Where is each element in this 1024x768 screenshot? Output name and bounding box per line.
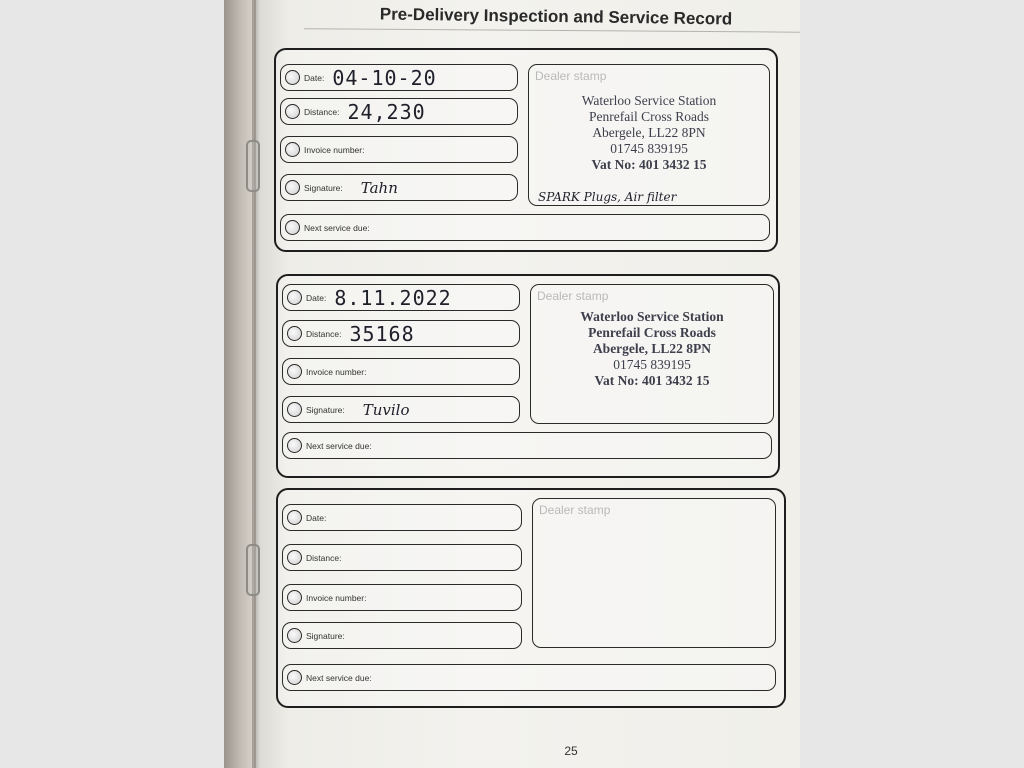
bullet-icon	[285, 220, 300, 235]
page-number: 25	[564, 744, 578, 758]
signature-field[interactable]: Signature:	[282, 622, 522, 649]
signature-field[interactable]: Signature: Tuvilo	[282, 396, 520, 423]
date-value: 04-10-20	[332, 65, 437, 90]
dealer-stamp: Waterloo Service Station Penrefail Cross…	[581, 93, 717, 172]
distance-field[interactable]: Distance: 24,230	[280, 98, 518, 125]
bullet-icon	[287, 326, 302, 341]
staple-top	[246, 140, 260, 192]
dealer-stamp-box: Dealer stamp Waterloo Service Station Pe…	[528, 64, 770, 206]
signature-field[interactable]: Signature: Tahn	[280, 174, 518, 201]
distance-field[interactable]: Distance:	[282, 544, 522, 571]
date-field[interactable]: Date: 04-10-20	[280, 64, 518, 91]
handwritten-note: SPARK Plugs, Air filter	[538, 190, 677, 204]
service-record-3: Date: Distance: Invoice number: Signatur…	[276, 488, 786, 708]
bullet-icon	[287, 670, 302, 685]
bullet-icon	[285, 104, 300, 119]
dealer-stamp-box: Dealer stamp Waterloo Service Station Pe…	[530, 284, 774, 424]
distance-value: 35168	[349, 321, 415, 346]
bullet-icon	[285, 70, 300, 85]
bullet-icon	[287, 438, 302, 453]
date-value: 8.11.2022	[334, 285, 452, 310]
bullet-icon	[287, 290, 302, 305]
photo: Pre-Delivery Inspection and Service Reco…	[224, 0, 800, 768]
bullet-icon	[285, 142, 300, 157]
next-service-field[interactable]: Next service due:	[282, 432, 772, 459]
date-field[interactable]: Date:	[282, 504, 522, 531]
date-field[interactable]: Date: 8.11.2022	[282, 284, 520, 311]
signature-value: Tahn	[360, 178, 398, 197]
invoice-field[interactable]: Invoice number:	[280, 136, 518, 163]
invoice-field[interactable]: Invoice number:	[282, 358, 520, 385]
bullet-icon	[287, 402, 302, 417]
service-record-2: Date: 8.11.2022 Distance: 35168 Invoice …	[276, 274, 780, 478]
booklet-page: Pre-Delivery Inspection and Service Reco…	[256, 0, 800, 768]
left-page-edge	[224, 0, 254, 768]
bullet-icon	[287, 510, 302, 525]
service-record-1: Date: 04-10-20 Distance: 24,230 Invoice …	[274, 48, 778, 252]
bullet-icon	[287, 550, 302, 565]
next-service-field[interactable]: Next service due:	[280, 214, 770, 241]
staple-bottom	[246, 544, 260, 596]
next-service-field[interactable]: Next service due:	[282, 664, 776, 691]
dealer-stamp-box: Dealer stamp	[532, 498, 776, 648]
bullet-icon	[287, 590, 302, 605]
dealer-stamp: Waterloo Service Station Penrefail Cross…	[580, 309, 724, 388]
spine-shadow	[252, 0, 260, 768]
signature-value: Tuvilo	[362, 400, 410, 419]
distance-field[interactable]: Distance: 35168	[282, 320, 520, 347]
distance-value: 24,230	[347, 99, 426, 124]
invoice-field[interactable]: Invoice number:	[282, 584, 522, 611]
bullet-icon	[285, 180, 300, 195]
bullet-icon	[287, 628, 302, 643]
bullet-icon	[287, 364, 302, 379]
